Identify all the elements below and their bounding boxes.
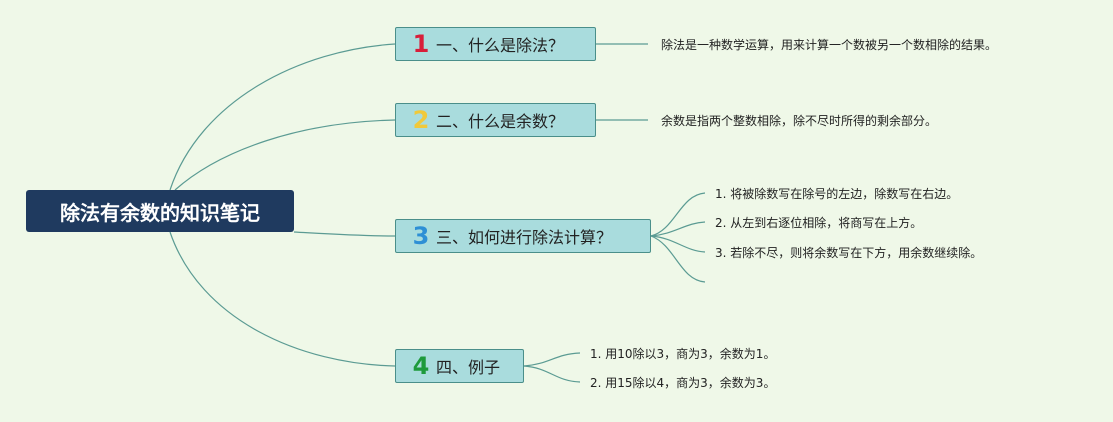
branch-4-node[interactable]: 4 四、例子 (395, 349, 524, 383)
connector-branch-4-detail-1 (523, 352, 581, 367)
branch-3-detail-2[interactable]: 2. 从左到右逐位相除，将商写在上方。 (715, 216, 923, 230)
branch-4-detail-1[interactable]: 1. 用10除以3，商为3，余数为1。 (590, 347, 776, 361)
connector-root-branch-2 (174, 119, 396, 191)
branch-3-detail-1[interactable]: 1. 将被除数写在除号的左边，除数写在右边。 (715, 187, 959, 201)
branch-2-label: 二、什么是余数？ (436, 112, 565, 131)
number-3-icon: 3 (412, 222, 430, 250)
connector-root-branch-1 (169, 43, 396, 191)
branch-3-node[interactable]: 3 三、如何进行除法计算？ (395, 219, 651, 253)
number-1-icon: 1 (412, 30, 430, 58)
connector-branch-3-detail-4 (650, 235, 706, 283)
connector-branch-3-detail-3 (650, 235, 706, 253)
branch-1-detail-1[interactable]: 除法是一种数学运算，用来计算一个数被另一个数相除的结果。 (661, 38, 998, 52)
branch-3-detail-3[interactable]: 3. 若除不尽，则将余数写在下方，用余数继续除。 (715, 246, 983, 260)
branch-1-label: 一、什么是除法？ (436, 36, 565, 55)
branch-4-label: 四、例子 (436, 358, 501, 377)
number-2-icon: 2 (412, 106, 430, 134)
root-topic[interactable]: 除法有余数的知识笔记 (26, 190, 294, 232)
connector-root-branch-4 (169, 231, 396, 367)
branch-3-label: 三、如何进行除法计算？ (436, 228, 613, 247)
branch-1-node[interactable]: 1 一、什么是除法？ (395, 27, 596, 61)
number-4-icon: 4 (412, 352, 430, 380)
branch-2-detail-1[interactable]: 余数是指两个整数相除，除不尽时所得的剩余部分。 (661, 114, 938, 128)
connector-branch-3-detail-2 (650, 221, 706, 237)
branch-2-node[interactable]: 2 二、什么是余数？ (395, 103, 596, 137)
root-topic-label: 除法有余数的知识笔记 (60, 200, 260, 225)
connector-branch-3-detail-1 (650, 192, 706, 237)
connector-root-branch-3 (293, 231, 396, 237)
connector-branch-4-detail-2 (523, 365, 581, 383)
branch-4-detail-2[interactable]: 2. 用15除以4，商为3，余数为3。 (590, 376, 776, 390)
